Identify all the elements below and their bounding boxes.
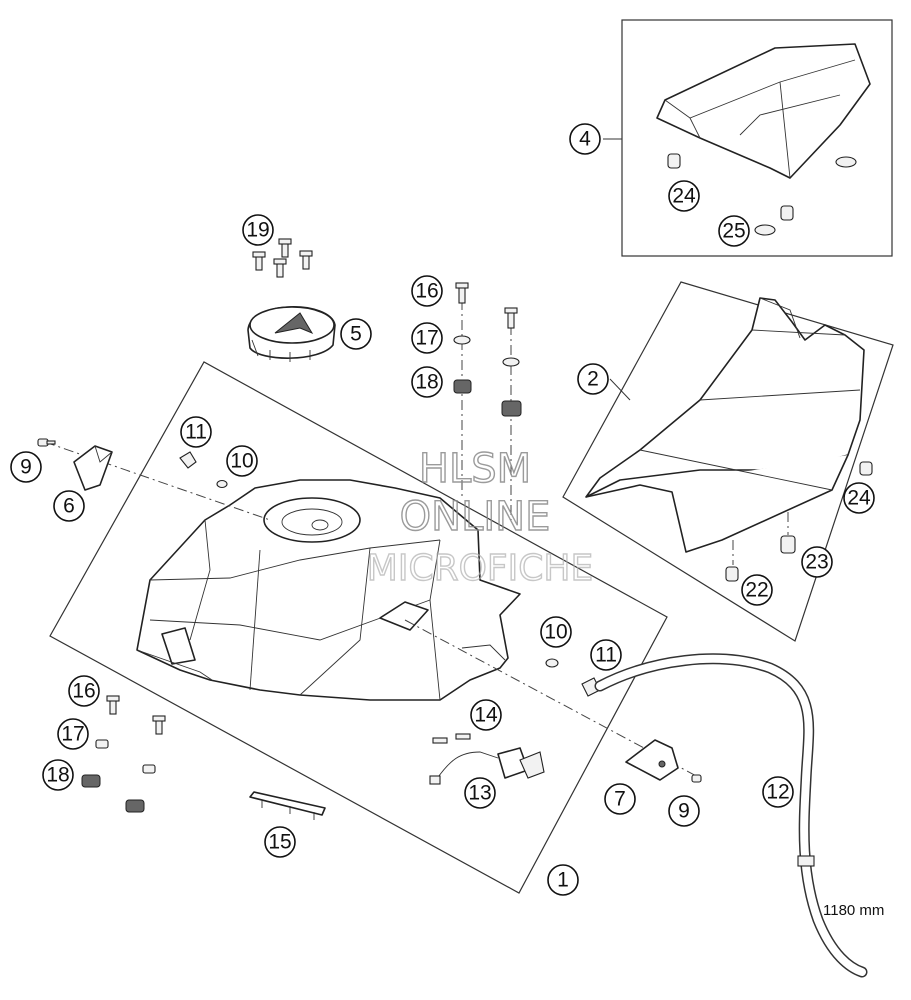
watermark-line-1: HLSM [419, 446, 531, 492]
callout-4: 4 [569, 123, 601, 155]
rider-seat-rubber-buffer [780, 535, 796, 554]
callout-10-left: 10 [226, 445, 258, 477]
hose-clamp [797, 855, 815, 867]
callout-18-bottom: 18 [42, 759, 74, 791]
callout-10-right: 10 [540, 616, 572, 648]
svg-text:16: 16 [415, 280, 438, 303]
svg-text:6: 6 [63, 495, 75, 518]
svg-text:5: 5 [350, 323, 362, 346]
callout-9-right: 9 [668, 795, 700, 827]
callout-16-top: 16 [411, 275, 443, 307]
callout-14: 14 [470, 699, 502, 731]
callout-1: 1 [547, 864, 579, 896]
svg-text:15: 15 [268, 831, 291, 854]
svg-text:23: 23 [805, 551, 828, 574]
callout-12: 12 [762, 776, 794, 808]
callout-24-rear: 24 [668, 180, 700, 212]
callout-24-seat: 24 [843, 482, 875, 514]
washer-right [545, 658, 559, 668]
bottom-mount-hardware [81, 695, 166, 813]
svg-text:4: 4 [579, 128, 591, 151]
top-mount-hardware-left [453, 282, 472, 394]
callout-15: 15 [264, 826, 296, 858]
svg-text:9: 9 [678, 800, 690, 823]
callout-11-left: 11 [180, 416, 212, 448]
bracket-screw-right [691, 774, 702, 783]
leader-2 [609, 378, 631, 401]
svg-text:18: 18 [415, 371, 438, 394]
rear-seat-bumper-left [667, 153, 681, 169]
svg-text:22: 22 [745, 579, 768, 602]
trim-strip [249, 791, 326, 820]
callout-17-bottom: 17 [57, 718, 89, 750]
callout-17-top: 17 [411, 322, 443, 354]
svg-text:11: 11 [185, 421, 207, 444]
left-tank-bracket [73, 445, 113, 491]
rear-seat-washer-a [835, 156, 857, 168]
fuel-sensor [429, 747, 545, 785]
callout-19: 19 [242, 214, 274, 246]
rider-seat-spacer [725, 566, 739, 582]
callout-11-right: 11 [590, 639, 622, 671]
rear-seat-washer-b [754, 224, 776, 236]
svg-text:2: 2 [587, 368, 599, 391]
bracket-screw-left [37, 438, 56, 447]
callout-9-left: 9 [10, 451, 42, 483]
right-tank-bracket [625, 739, 679, 781]
callout-13: 13 [464, 777, 496, 809]
sensor-screws [432, 733, 471, 744]
callout-22: 22 [741, 574, 773, 606]
svg-text:19: 19 [246, 219, 269, 242]
watermark-line-2: ONLINE [400, 494, 551, 540]
callout-18-top: 18 [411, 366, 443, 398]
rider-seat-bumper [859, 461, 873, 476]
fuel-filler-cap [247, 306, 336, 362]
callout-23: 23 [801, 546, 833, 578]
svg-text:14: 14 [474, 704, 498, 727]
svg-text:1: 1 [557, 869, 569, 892]
callout-6: 6 [53, 490, 85, 522]
svg-text:24: 24 [672, 185, 696, 208]
callout-25: 25 [718, 215, 750, 247]
svg-text:10: 10 [544, 621, 567, 644]
svg-text:9: 9 [20, 456, 32, 479]
svg-text:17: 17 [61, 723, 84, 746]
fuel-tank [136, 479, 521, 701]
svg-text:11: 11 [595, 644, 617, 667]
rear-seat-bumper-right [780, 205, 794, 221]
rider-seat [585, 297, 865, 553]
callout-16-bottom: 16 [68, 675, 100, 707]
hose-length-label: 1180 mm [823, 902, 884, 919]
rear-seat-cover [656, 43, 871, 179]
svg-text:18: 18 [46, 764, 69, 787]
svg-text:25: 25 [722, 220, 745, 243]
watermark-line-3: MICROFICHE [367, 548, 593, 589]
rider-seat-group-frame [562, 281, 894, 642]
callout-5: 5 [340, 318, 372, 350]
callout-7: 7 [604, 783, 636, 815]
washer-left [216, 479, 228, 489]
svg-text:24: 24 [847, 487, 871, 510]
callout-2: 2 [577, 363, 609, 395]
cap-screws [252, 238, 313, 278]
svg-text:16: 16 [72, 680, 95, 703]
svg-text:12: 12 [766, 781, 789, 804]
rear-seat-group-frame [621, 19, 893, 257]
fuel-tank-group-frame [49, 361, 668, 894]
svg-text:7: 7 [614, 788, 626, 811]
svg-text:10: 10 [230, 450, 253, 473]
svg-text:13: 13 [468, 782, 491, 805]
top-mount-hardware-right [501, 307, 522, 417]
hose-fitting-left [179, 451, 197, 469]
axis-line-right [404, 619, 701, 779]
fuel-hose-inner [596, 654, 866, 976]
svg-text:17: 17 [415, 327, 438, 350]
